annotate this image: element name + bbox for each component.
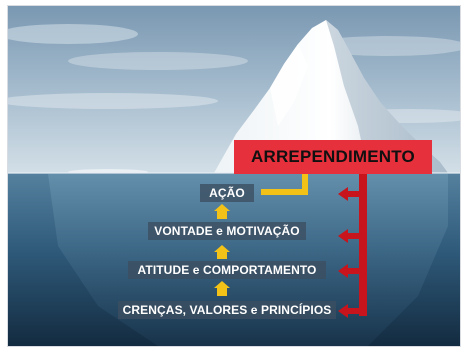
yellow-connector [261,170,308,195]
headline-box: ARREPENDIMENTO [234,140,432,174]
iceberg-scene [8,6,460,346]
level-beliefs-values-principles: CRENÇAS, VALORES e PRINCÍPIOS [118,301,336,319]
level-will-motivation: VONTADE e MOTIVAÇÃO [148,222,306,240]
yellow-up-arrows [214,204,230,296]
iceberg-diagram: ARREPENDIMENTO AÇÃO VONTADE e MOTIVAÇÃO … [7,5,461,347]
level-attitude-behavior: ATITUDE e COMPORTAMENTO [128,261,326,279]
headline-text: ARREPENDIMENTO [250,147,415,166]
level-action: AÇÃO [200,184,254,202]
red-arrows [338,172,367,318]
